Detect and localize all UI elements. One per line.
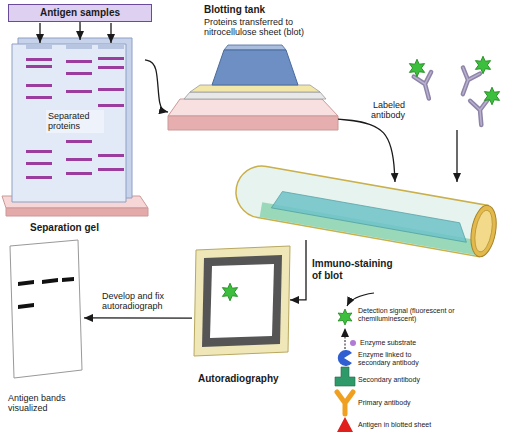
flow-arrow: [338, 119, 395, 182]
developed-film-drawing: [18, 280, 34, 286]
sample-arrow: [40, 23, 111, 43]
antibody-drawing: [409, 59, 424, 77]
step-title: Immuno-staining of blot: [312, 258, 400, 281]
sample-arrow: [110, 23, 111, 43]
antibody-drawing: [475, 56, 490, 74]
flow-arrow: [145, 60, 168, 112]
detection-stack: [335, 309, 356, 432]
flow-arrow: [456, 130, 457, 182]
labeled-antibody: Labeled antibody: [345, 55, 505, 130]
gel-apparatus: [26, 84, 52, 87]
edge-label: Develop and fix autoradiograph: [100, 291, 190, 312]
gel-note: Separated proteins: [46, 110, 104, 133]
developed-film-drawing: [62, 277, 74, 282]
step-title: Autoradiography: [198, 373, 318, 385]
gel-apparatus: [26, 58, 52, 61]
antibody-drawing: [409, 56, 499, 126]
gel-apparatus: [98, 44, 124, 49]
tube-drawing: [271, 190, 469, 242]
gel-apparatus: [98, 154, 124, 157]
blotting-tank-drawing: [190, 85, 320, 92]
primary-label: Primary antibody: [358, 399, 458, 407]
detection-stack: [337, 392, 353, 414]
gel-apparatus: [12, 44, 126, 202]
step-note: Proteins transferred to nitrocellulose s…: [204, 17, 334, 38]
gel-apparatus: [98, 66, 124, 69]
gel-apparatus: [26, 150, 52, 153]
gel-apparatus: [26, 57, 124, 179]
film-drawing: [194, 246, 290, 356]
film-drawing: [210, 264, 274, 338]
step-title: Separation gel: [30, 222, 145, 234]
step-note: Antigen bands visualized: [8, 393, 93, 414]
detail-arrow: [345, 328, 346, 349]
gel-apparatus: [98, 168, 124, 171]
blotting-tank-drawing: [168, 45, 338, 130]
developed-film-drawing: [10, 240, 82, 378]
incubation-tube: Immuno-staining of blot: [250, 182, 500, 240]
antibody-drawing: [470, 99, 490, 125]
film-drawing: [202, 255, 282, 347]
gel-apparatus: [26, 96, 52, 99]
gel-apparatus: [26, 65, 52, 68]
blotting-tank: Blotting tankProteins transferred to nit…: [168, 4, 338, 132]
detection-stack: [338, 309, 352, 325]
gel-apparatus: [26, 162, 52, 165]
step-title: Blotting tank: [204, 4, 334, 16]
detection-stack: [337, 417, 353, 432]
tube-drawing: [232, 162, 500, 259]
flow-arrow: [79, 22, 80, 40]
antigen-label: Antigen in blotted sheet: [358, 421, 468, 429]
developed-film-drawing: [10, 240, 82, 378]
gel-apparatus: [66, 60, 92, 63]
gel-apparatus: [98, 57, 124, 60]
separation-gel: Separated proteinsSeparation gel: [8, 40, 145, 218]
developed-film-drawing: [42, 278, 58, 284]
tube-drawing: [467, 203, 500, 258]
gel-apparatus: [66, 140, 92, 143]
developed-film: Antigen bands visualized: [8, 238, 84, 380]
film-drawing: [222, 283, 237, 301]
detection-stack: [335, 367, 355, 386]
flow-arrow: [290, 240, 306, 300]
secondary-label: Secondary antibody: [358, 376, 458, 384]
flow-arrow: [84, 317, 192, 318]
antibody-drawing: [454, 68, 479, 98]
gel-apparatus: [66, 44, 92, 49]
gel-apparatus: [26, 44, 52, 49]
box-label: Antigen samples: [40, 7, 120, 19]
tube-drawing: [472, 209, 495, 253]
gel-apparatus: [6, 208, 148, 216]
tube-drawing: [232, 162, 488, 257]
gel-apparatus: [26, 176, 52, 179]
blotting-tank-drawing: [168, 116, 338, 130]
gel-apparatus: [66, 90, 92, 93]
sample-box: Antigen samples: [8, 4, 152, 22]
developed-film-drawing: [18, 303, 34, 309]
detection-stack: [338, 350, 352, 366]
gel-apparatus: [98, 104, 124, 107]
detail-arrow: [347, 293, 374, 306]
gel-apparatus: [66, 158, 92, 161]
blotting-tank-drawing: [212, 50, 298, 85]
substrate-label: Enzyme substrate: [360, 339, 460, 347]
signal-label: Detection signal (fluorescent or chemilu…: [358, 307, 476, 323]
gel-apparatus: [66, 72, 92, 75]
film-drawing: [194, 246, 290, 356]
step-note: Labeled antibody: [345, 100, 405, 121]
autoradiograph-film: Autoradiography: [192, 245, 290, 356]
blotting-tank-drawing: [184, 92, 326, 99]
gel-apparatus: [98, 88, 124, 91]
enzyme-label: Enzyme linked to secondary antibody: [358, 351, 438, 367]
detection-stack: [350, 340, 356, 346]
blotting-tank-drawing: [224, 45, 286, 50]
sample-arrow: [39, 23, 40, 43]
gel-apparatus: [2, 38, 148, 216]
gel-apparatus: [66, 172, 92, 175]
antibody-drawing: [484, 87, 499, 105]
blotting-tank-drawing: [168, 99, 338, 116]
